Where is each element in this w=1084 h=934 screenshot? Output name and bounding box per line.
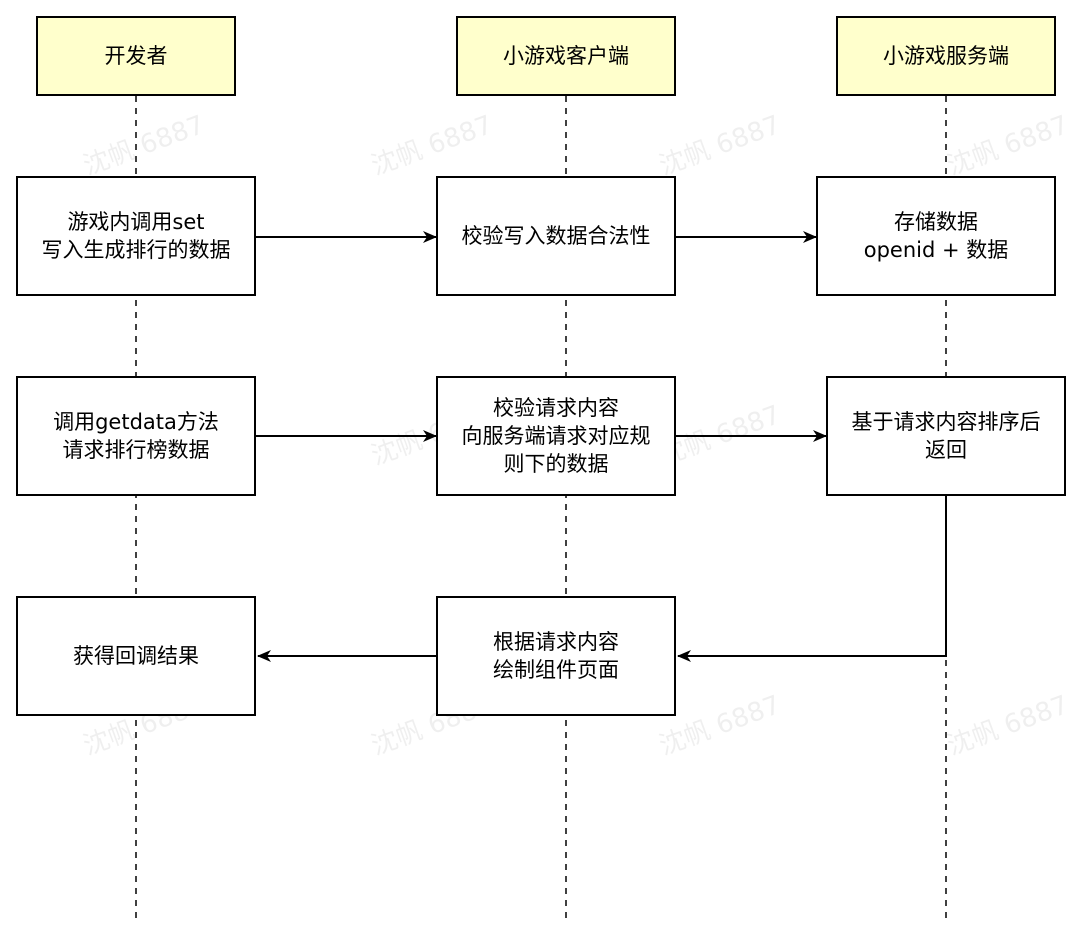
step-server-sort: 基于请求内容排序后 返回 [826, 376, 1066, 496]
lane-header-server: 小游戏服务端 [836, 16, 1056, 96]
step-dev-result: 获得回调结果 [16, 596, 256, 716]
lane-header-client: 小游戏客户端 [456, 16, 676, 96]
step-dev-call-getdata: 调用getdata方法 请求排行榜数据 [16, 376, 256, 496]
step-server-store: 存储数据 openid + 数据 [816, 176, 1056, 296]
step-client-validate: 校验写入数据合法性 [436, 176, 676, 296]
step-client-request: 校验请求内容 向服务端请求对应规 则下的数据 [436, 376, 676, 496]
arrow-sort-to-render [677, 496, 947, 662]
step-client-render: 根据请求内容 绘制组件页面 [436, 596, 676, 716]
step-dev-call-set: 游戏内调用set 写入生成排行的数据 [16, 176, 256, 296]
lane-header-developer: 开发者 [36, 16, 236, 96]
